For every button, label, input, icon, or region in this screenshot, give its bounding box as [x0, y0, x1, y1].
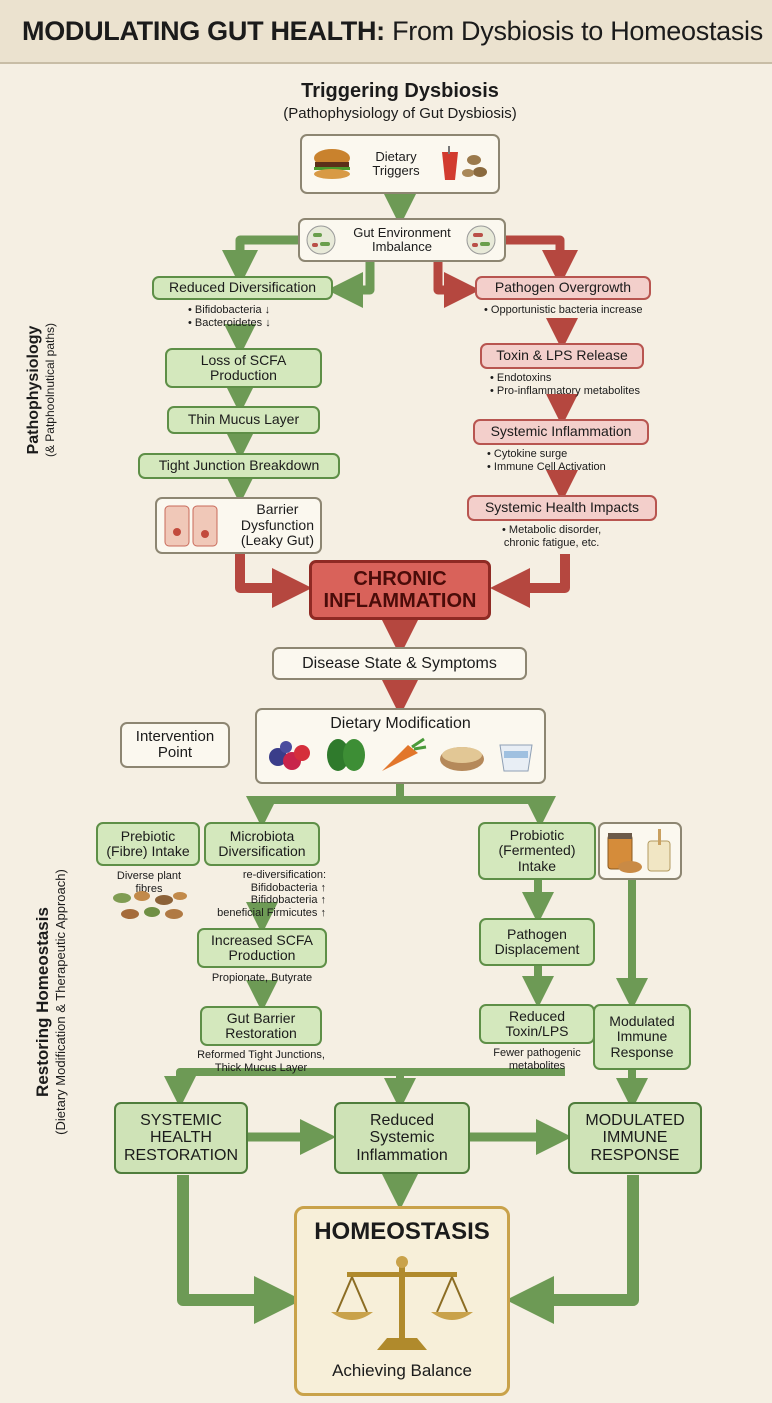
systemic-inflammation-box: Systemic Inflammation	[473, 419, 649, 445]
side-label-restore-main: Restoring Homeostasis	[33, 907, 52, 1097]
dietary-modification-label: Dietary Modification	[330, 715, 471, 732]
yogurt-icon	[498, 744, 533, 772]
toxin-lps-box: Toxin & LPS Release	[480, 343, 644, 369]
section-subtitle: (Pathophysiology of Gut Dysbiosis)	[283, 105, 517, 122]
dietary-triggers-box: Dietary Triggers	[300, 134, 500, 194]
systemic-health-impacts-notes: • Metabolic disorder, chronic fatigue, e…	[502, 524, 602, 549]
modulated-immune-response-box: MODULATED IMMUNE RESPONSE	[568, 1102, 702, 1174]
arrow-shr-homeo	[177, 1175, 302, 1324]
gut-barrier-note: Reformed Tight Junctions, Thick Mucus La…	[197, 1049, 325, 1074]
chronic-inflammation-box: CHRONIC INFLAMMATION	[309, 560, 491, 620]
systemic-health-impacts-box: Systemic Health Impacts	[467, 495, 657, 521]
gut-barrier-restoration-box: Gut Barrier Restoration	[200, 1006, 322, 1046]
burger-icon	[314, 149, 350, 179]
achieving-balance-label: Achieving Balance	[332, 1361, 472, 1381]
pathogen-overgrowth-box: Pathogen Overgrowth	[475, 276, 651, 300]
intervention-point-box: Intervention Point	[120, 722, 230, 768]
soda-icon	[441, 146, 487, 180]
section-title: Triggering Dysbiosis	[301, 80, 499, 102]
loss-scfa-box: Loss of SCFA Production	[165, 348, 322, 388]
carrot-icon	[381, 737, 426, 771]
title-rest: From Dysbiosis to Homeostasis	[392, 16, 763, 46]
bacteria-icon	[306, 225, 336, 255]
dietary-modification-box: Dietary Modification	[255, 708, 546, 784]
systemic-health-restoration-box: SYSTEMIC HEALTH RESTORATION	[114, 1102, 248, 1174]
microbiota-note: re-diversification: Bifidobacteria ↑ Bif…	[217, 869, 326, 919]
reduced-systemic-inflammation-box: Reduced Systemic Inflammation	[334, 1102, 470, 1174]
arrow-gut-left2	[327, 262, 375, 308]
barrier-dysfunction-label: Barrier Dysfunction (Leaky Gut)	[240, 501, 314, 549]
systemic-inflammation-notes: • Cytokine surge • Immune Cell Activatio…	[487, 448, 606, 473]
increased-scfa-note: Propionate, Butyrate	[211, 972, 313, 984]
reduced-toxin-box: Reduced Toxin/LPS	[479, 1004, 595, 1044]
arrow-mir-homeo	[506, 1175, 639, 1324]
arrow-into-chronic-left	[235, 554, 312, 608]
fibre-icon	[113, 891, 187, 919]
side-label-restore: Restoring Homeostasis (Dietary Modificat…	[33, 807, 77, 1197]
arrow-diet-split-left	[246, 784, 404, 828]
increased-scfa-box: Increased SCFA Production	[197, 928, 327, 968]
modulated-immune-small-box: Modulated Immune Response	[593, 1004, 691, 1070]
barrier-dysfunction-box: Barrier Dysfunction (Leaky Gut)	[155, 497, 322, 554]
grains-icon	[439, 746, 484, 771]
side-label-restore-sub: (Dietary Modification & Therapeutic Appr…	[53, 869, 68, 1135]
reduced-toxin-note: Fewer pathogenic metabolites	[493, 1047, 581, 1072]
side-label-patho: Pathophysiology (& Patphoolnutical paths…	[25, 275, 61, 505]
scale-icon	[331, 1255, 473, 1350]
intestine-icon	[164, 505, 218, 546]
arrow-gut-right	[505, 235, 578, 286]
bacteria-icon	[466, 225, 496, 255]
fermented-jars-icon	[607, 829, 671, 873]
prebiotic-intake-box: Prebiotic (Fibre) Intake	[96, 822, 200, 866]
fermented-jars-panel	[598, 822, 682, 880]
toxin-lps-notes: • Endotoxins • Pro-inflammatory metaboli…	[490, 372, 640, 397]
page-title: MODULATING GUT HEALTH: From Dysbiosis to…	[22, 16, 763, 47]
homeostasis-box: HOMEOSTASIS Achieving Balance	[294, 1206, 510, 1396]
thin-mucus-box: Thin Mucus Layer	[167, 406, 320, 434]
microbiota-diversification-box: Microbiota Diversification	[204, 822, 320, 866]
berries-icon	[268, 740, 310, 770]
arrow-into-chronic-right	[490, 554, 570, 608]
gut-environment-box: Gut Environment Imbalance	[298, 218, 506, 262]
pathogen-displacement-box: Pathogen Displacement	[479, 918, 595, 966]
spinach-icon	[326, 738, 365, 771]
reduced-diversification-box: Reduced Diversification	[152, 276, 333, 300]
section-heading: Triggering Dysbiosis (Pathophysiology of…	[250, 80, 550, 122]
side-label-patho-sub: (& Patphoolnutical paths)	[43, 322, 57, 458]
arrow-diet-split-right	[400, 796, 556, 828]
homeostasis-title: HOMEOSTASIS	[314, 1218, 490, 1245]
disease-state-box: Disease State & Symptoms	[272, 647, 527, 680]
title-bold: MODULATING GUT HEALTH:	[22, 16, 385, 46]
arrow-collector	[164, 1068, 565, 1108]
pathogen-overgrowth-note: • Opportunistic bacteria increase	[484, 304, 643, 316]
gut-environment-label: Gut Environment Imbalance	[353, 224, 451, 254]
header-bar: MODULATING GUT HEALTH: From Dysbiosis to…	[0, 0, 772, 64]
dietary-triggers-label: Dietary Triggers	[372, 148, 420, 178]
arrow-gut-left	[222, 235, 298, 286]
reduced-diversification-notes: • Bifidobacteria ↓ • Bacteroidetes ↓	[188, 304, 271, 329]
arrow-gut-right2	[433, 262, 480, 308]
probiotic-intake-box: Probiotic (Fermented) Intake	[478, 822, 596, 880]
side-label-patho-main: Pathophysiology	[25, 325, 42, 455]
tight-junction-box: Tight Junction Breakdown	[138, 453, 340, 479]
